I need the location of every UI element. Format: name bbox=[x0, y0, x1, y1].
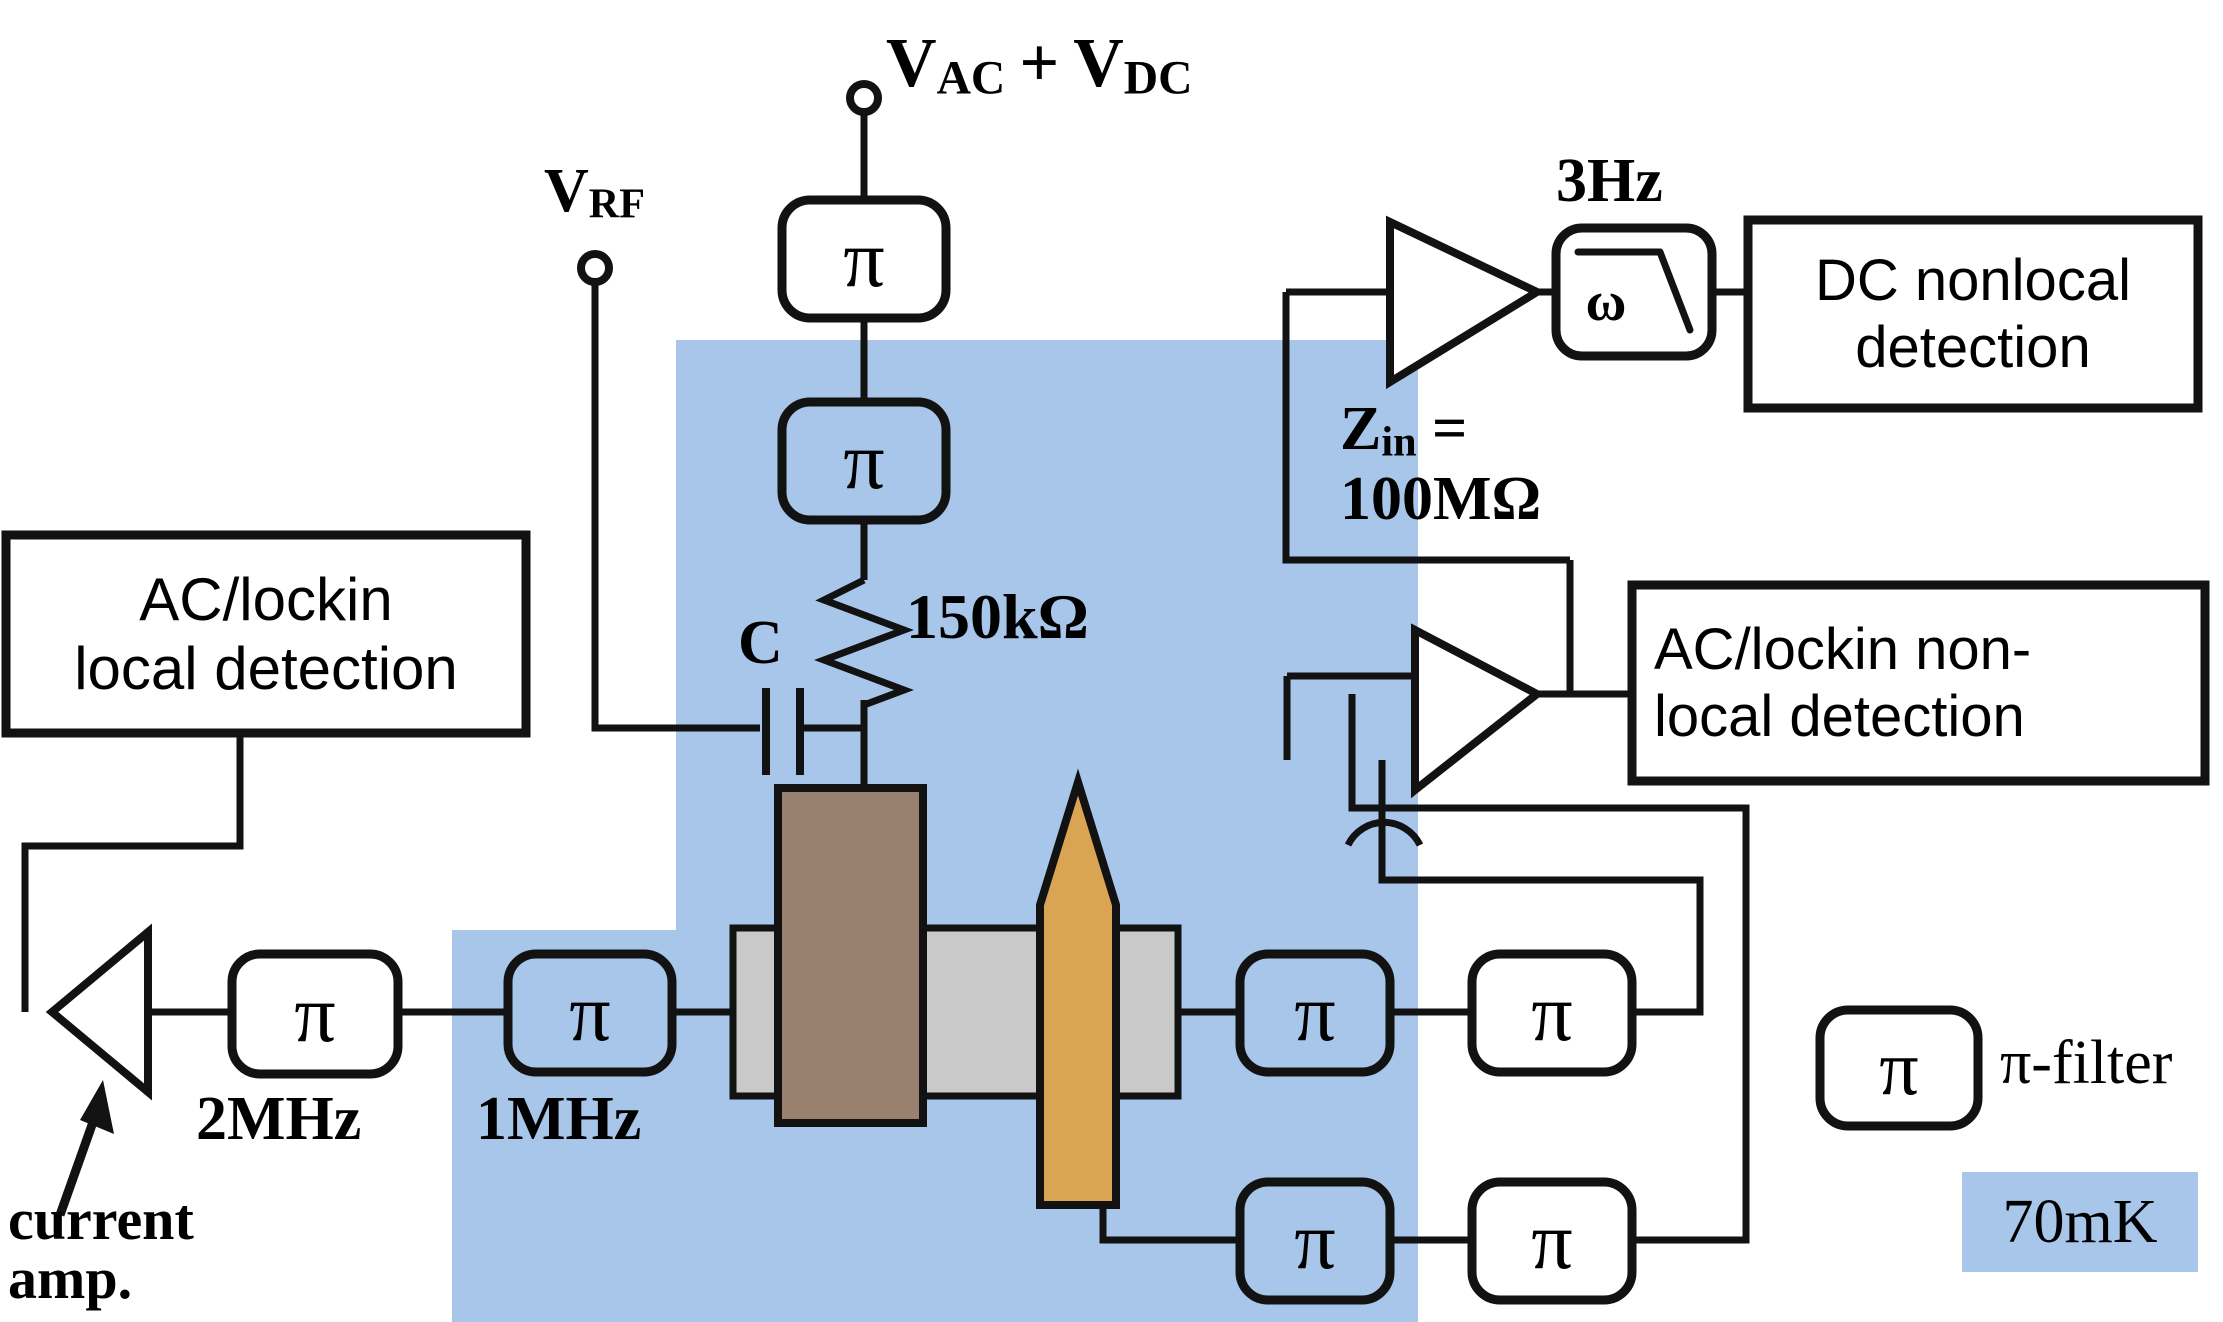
box-label-dc-nonlocal: DC nonlocal detection bbox=[1748, 220, 2198, 408]
triangle-amplifier-icon-dc bbox=[1386, 215, 1546, 390]
pi-box-right-warm-top bbox=[1467, 949, 1637, 1077]
label-current-amp: current amp. bbox=[8, 1190, 194, 1308]
box-dc-nonlocal bbox=[1743, 215, 2203, 413]
pi-filter-symbol-right-warm-bottom: π bbox=[1531, 1195, 1573, 1286]
capacitor-icon bbox=[762, 688, 804, 775]
legend-temperature-swatch bbox=[1962, 1172, 2198, 1272]
pi-filter-symbol-right-cold-bottom: π bbox=[1294, 1195, 1336, 1286]
annotation-arrow-icon bbox=[55, 1080, 114, 1217]
box-label-ac-nonlocal-line2: local detection bbox=[1654, 684, 2025, 749]
label-resistor-150k: 150kΩ bbox=[906, 581, 1089, 652]
pi-box-vac-warm bbox=[777, 195, 951, 323]
pi-filter-symbol-right-cold-top: π bbox=[1294, 967, 1336, 1058]
box-ac-nonlocal bbox=[1627, 580, 2210, 786]
open-circle-terminal-icon-vac bbox=[846, 80, 882, 116]
label-3hz: 3Hz bbox=[1556, 147, 1663, 215]
label-current-amp-line1: current bbox=[8, 1187, 194, 1252]
wire-vrf-path bbox=[591, 285, 760, 732]
triangle-amplifier-icon-current bbox=[45, 923, 152, 1101]
omega-symbol: ω bbox=[1585, 271, 1627, 333]
pi-box-right-cold-top bbox=[1235, 949, 1395, 1077]
pi-filter-outlines bbox=[227, 195, 1983, 1305]
pi-filter-symbol-vac-cold: π bbox=[843, 415, 885, 506]
pi-box-right-cold-bottom bbox=[1235, 1177, 1395, 1305]
legend-label-temperature: 70mK bbox=[2002, 1187, 2158, 1256]
pi-box-legend bbox=[1815, 1005, 1983, 1131]
open-circle-terminal-icon-vrf bbox=[577, 250, 613, 286]
pi-filter-symbol-vac-warm: π bbox=[843, 213, 885, 304]
pi-box-right-warm-bottom bbox=[1467, 1177, 1637, 1305]
source-label-vrf: VRF bbox=[544, 157, 645, 228]
triangle-amplifier-icon-acnonlocal bbox=[1411, 623, 1545, 799]
box-label-dc-nonlocal-line1: DC nonlocal bbox=[1815, 248, 2131, 313]
label-zin-line1: Zin = bbox=[1340, 395, 1468, 466]
wire-aclocal-to-amp bbox=[21, 733, 244, 1012]
lowpass-filter-icon bbox=[1551, 223, 1717, 361]
device-stack bbox=[729, 768, 1182, 1209]
box-label-ac-nonlocal-line1: AC/lockin non- bbox=[1654, 617, 2032, 682]
pi-filter-outlines-cold bbox=[503, 397, 1395, 1305]
resistor-zigzag-icon bbox=[814, 576, 914, 709]
pi-filter-symbol-legend: π bbox=[1879, 1024, 1919, 1111]
pi-box-2mhz bbox=[227, 949, 403, 1079]
wire-network bbox=[21, 105, 1750, 1244]
label-current-amp-line2: amp. bbox=[8, 1246, 133, 1312]
pi-box-vac-cold bbox=[777, 397, 951, 525]
pi-box-1mhz bbox=[503, 949, 677, 1077]
box-label-ac-local-line1: AC/lockin bbox=[139, 566, 393, 633]
wire-hop-icon bbox=[1344, 760, 1424, 847]
label-zin-line2: 100MΩ bbox=[1340, 464, 1542, 533]
box-label-ac-local-line2: local detection bbox=[74, 635, 458, 702]
pi-filter-symbol-right-warm-top: π bbox=[1531, 967, 1573, 1058]
wire-probe-to-bottom-pi bbox=[1099, 1205, 1240, 1244]
box-label-ac-nonlocal: AC/lockin non- local detection bbox=[1632, 585, 2205, 781]
label-zin: Zin = 100MΩ bbox=[1340, 395, 1542, 533]
label-capacitor: C bbox=[738, 609, 783, 677]
pi-filter-symbol-2mhz: π bbox=[294, 968, 336, 1059]
box-label-ac-local: AC/lockin local detection bbox=[6, 535, 526, 733]
wire-bottomwarmpi-to-amp-plus bbox=[1348, 694, 1750, 1244]
terminal-icons bbox=[577, 80, 882, 286]
box-label-dc-nonlocal-line2: detection bbox=[1855, 315, 2091, 380]
label-filter-1mhz: 1MHz bbox=[476, 1085, 642, 1153]
wire-tap-to-dcamp-input bbox=[1282, 292, 1570, 564]
box-ac-local bbox=[1, 530, 531, 738]
legend-label-pi-filter: π-filter bbox=[2000, 1029, 2173, 1097]
instrument-box-outlines bbox=[1, 215, 2210, 786]
label-filter-2mhz: 2MHz bbox=[196, 1085, 362, 1153]
source-label-vac-vdc: VAC+VDC bbox=[886, 25, 1193, 105]
pi-filter-symbol-1mhz: π bbox=[569, 967, 611, 1058]
